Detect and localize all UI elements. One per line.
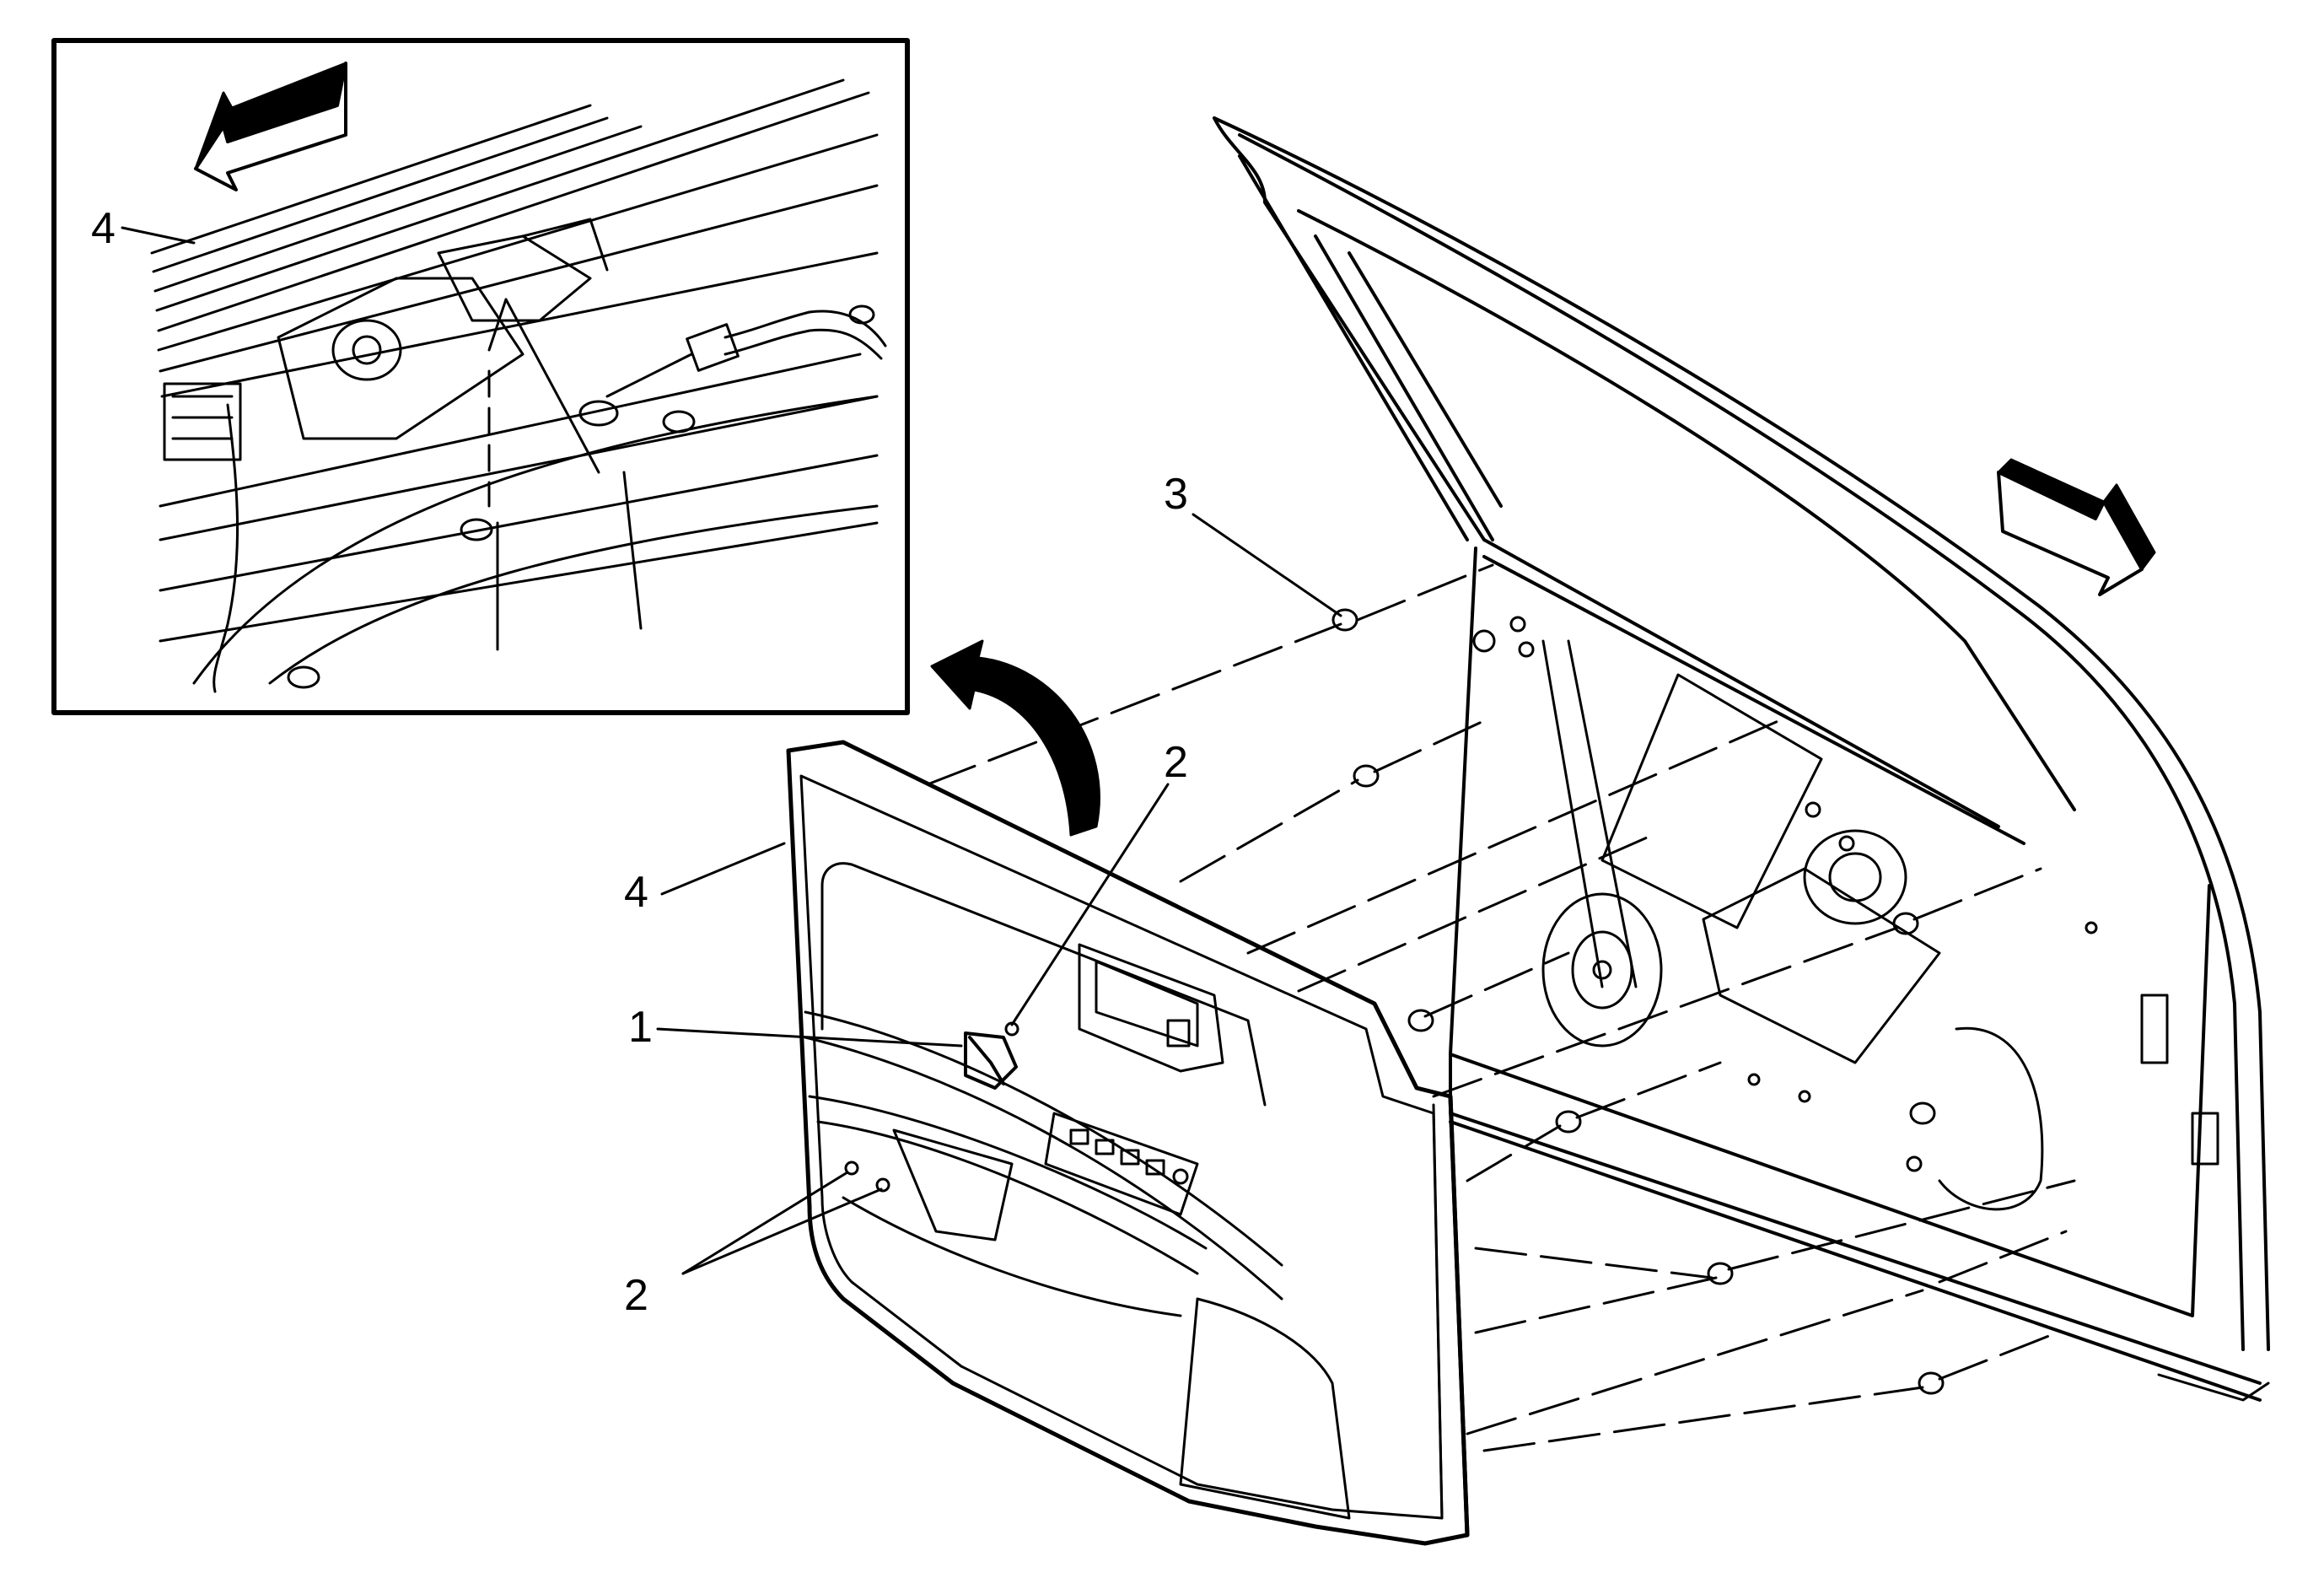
inset-retainer-clips: [287, 304, 875, 689]
door-trim-panel: [786, 740, 1470, 1546]
inset-frame: [51, 38, 910, 715]
inset-door-curve: [192, 395, 879, 685]
inset-handle-housing: [277, 218, 609, 440]
speaker-opening: [1541, 892, 1663, 1048]
forward-arrow-icon: [1997, 458, 2156, 596]
part-1-handle-cover: [964, 1031, 1018, 1090]
door-mounting-holes: [1472, 616, 2098, 1172]
inset-callout-4: 4: [91, 204, 116, 253]
door-frame: [1213, 116, 2270, 1402]
window-switch-module: [1044, 1112, 1199, 1216]
handle-bezel: [1078, 943, 1224, 1073]
window-motor: [1702, 829, 1941, 1064]
inset-direction-arrow-icon: [194, 62, 347, 191]
callout-2-lower: 2: [624, 1271, 648, 1320]
inset-wire-harness: [212, 310, 887, 693]
part-3-retainers: [1331, 608, 1945, 1395]
inset-latch-module: [163, 382, 242, 461]
callout-leaders: [656, 513, 1342, 1275]
callout-2-upper: 2: [1164, 738, 1188, 787]
inset-leaders: [121, 226, 643, 651]
part-2-screws: [844, 1021, 1019, 1193]
callout-4: 4: [624, 868, 648, 917]
inset-detail-view: [51, 38, 910, 715]
callout-1: 1: [628, 1003, 653, 1052]
inset-window-channel: [150, 78, 879, 643]
removal-curved-arrow-icon: [930, 639, 1100, 837]
alignment-lines: [926, 563, 2076, 1452]
callout-3: 3: [1164, 470, 1188, 519]
